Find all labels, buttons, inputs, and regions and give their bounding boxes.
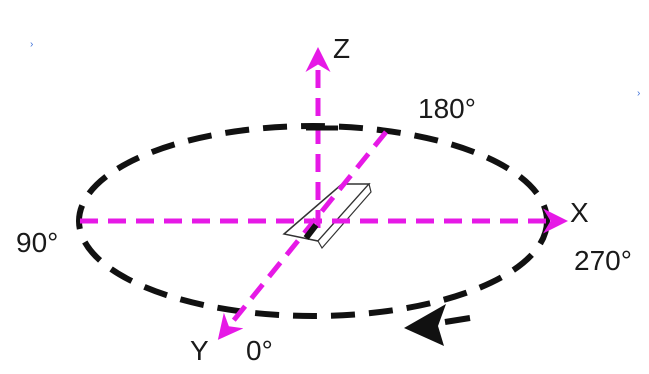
z-axis-label: Z [333, 33, 350, 64]
sample-plate-edge [317, 182, 372, 250]
y-axis-label: Y [190, 335, 209, 366]
y-axis [217, 130, 388, 340]
x-axis-label: X [570, 197, 589, 228]
center-tick [303, 223, 319, 240]
rotation-arrow-tail [444, 315, 471, 325]
angle-0-label: 0° [246, 335, 273, 366]
speck-left: › [30, 39, 33, 50]
angle-90-label: 90° [16, 227, 58, 258]
speck-right: › [637, 88, 640, 99]
angle-270-label: 270° [574, 245, 632, 276]
angle-180-label: 180° [418, 93, 476, 124]
arrow-head-icon [404, 304, 446, 346]
